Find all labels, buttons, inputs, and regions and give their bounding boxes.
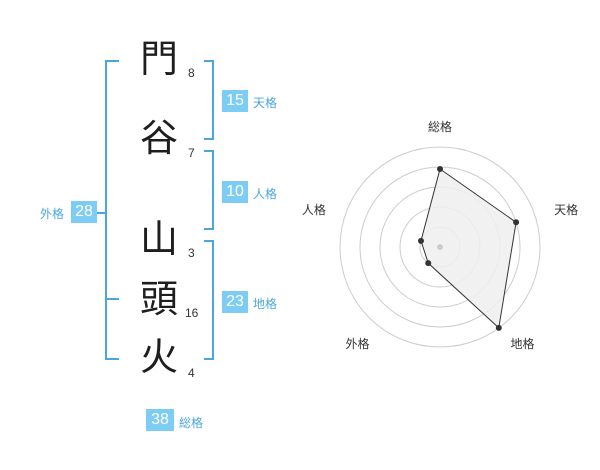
gaikaku-label: 外格 — [40, 207, 65, 221]
name-char-3: 山 — [139, 217, 178, 261]
chikaku-bracket-top — [204, 240, 214, 242]
stroke-count-1: 8 — [188, 66, 195, 80]
gaikaku-bracket — [105, 60, 107, 360]
gaikaku-bracket-top — [105, 60, 119, 62]
stroke-count-5: 4 — [188, 366, 195, 380]
chikaku-value: 23 — [222, 291, 248, 313]
radar-axis-label-1: 総格 — [428, 119, 452, 134]
soukaku-value: 38 — [146, 409, 174, 431]
gaikaku-connector — [97, 212, 105, 214]
stroke-count-3: 3 — [188, 246, 195, 260]
soukaku-label: 総格 — [179, 416, 204, 430]
tenkaku-bracket — [212, 60, 214, 140]
tenkaku-bracket-bottom — [204, 138, 214, 140]
radar-axis-label-4: 外格 — [345, 336, 369, 351]
radar-point-1 — [437, 166, 443, 172]
chikaku-bracket-bottom — [204, 358, 214, 360]
radar-axis-label-3: 地格 — [511, 336, 535, 351]
jinkaku-bracket-top — [204, 150, 214, 152]
tenkaku-label: 天格 — [253, 96, 278, 110]
gaikaku-bracket-mid — [105, 298, 119, 300]
name-char-2: 谷 — [139, 116, 178, 160]
gaikaku-value: 28 — [71, 201, 97, 223]
tenkaku-bracket-top — [204, 60, 214, 62]
chikaku-label: 地格 — [253, 297, 278, 311]
jinkaku-value: 10 — [222, 181, 248, 203]
radar-center-dot — [437, 244, 443, 250]
gaikaku-bracket-bottom — [105, 358, 119, 360]
radar-axis-label-2: 天格 — [554, 202, 578, 217]
radar-point-5 — [417, 237, 424, 244]
radar-ring-5 — [339, 146, 541, 348]
jinkaku-label: 人格 — [253, 187, 278, 201]
stroke-count-4: 16 — [185, 306, 199, 320]
name-char-1: 門 — [139, 37, 178, 81]
radar-point-2 — [513, 219, 520, 226]
jinkaku-bracket — [212, 150, 214, 230]
radar-point-4 — [425, 260, 432, 267]
radar-point-3 — [495, 324, 502, 331]
name-char-5: 火 — [139, 335, 178, 379]
name-char-4: 頭 — [139, 277, 178, 321]
tenkaku-value: 15 — [222, 90, 248, 112]
stroke-count-2: 7 — [188, 146, 195, 160]
jinkaku-bracket-bottom — [204, 228, 214, 230]
radar-polygon — [420, 168, 517, 329]
chikaku-bracket — [212, 240, 214, 360]
radar-axis-label-5: 人格 — [302, 202, 326, 217]
